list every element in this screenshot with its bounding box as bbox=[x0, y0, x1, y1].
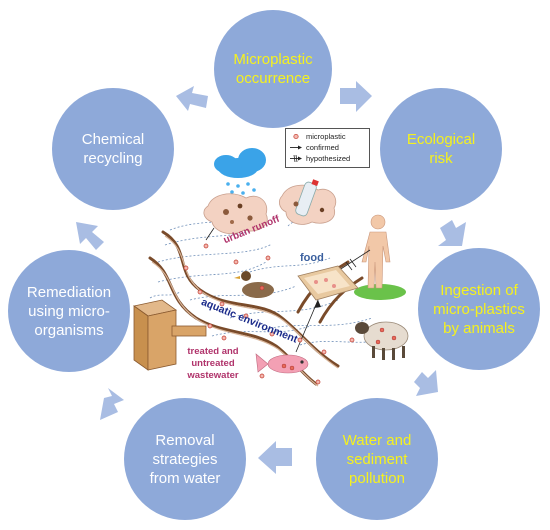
microplastic-particles bbox=[183, 243, 355, 385]
water-sediment-label: Water and sediment pollution bbox=[342, 431, 412, 487]
circle-water-sediment: Water and sediment pollution bbox=[316, 398, 438, 520]
food-tray-icon bbox=[297, 265, 359, 301]
debris-cluster-icon bbox=[203, 193, 268, 235]
plastic-bottle-icon bbox=[278, 179, 337, 225]
circle-ingestion: Ingestion of micro-plastics by animals bbox=[418, 248, 540, 370]
circle-ecological-risk: Ecological risk bbox=[380, 88, 502, 210]
circle-removal: Removal strategies from water bbox=[124, 398, 246, 520]
arrow-3 bbox=[438, 220, 466, 246]
legend-microplastic-label: microplastic bbox=[306, 132, 346, 141]
microplastic-dot-icon bbox=[289, 131, 303, 142]
legend-confirmed-label: confirmed bbox=[306, 143, 339, 152]
circle-remediation: Remediation using micro-organisms bbox=[8, 250, 130, 372]
rain-cloud-icon bbox=[214, 148, 266, 195]
arrow-4 bbox=[414, 370, 438, 396]
arrow-7 bbox=[76, 222, 104, 250]
circle-chemical-recycling: Chemical recycling bbox=[52, 88, 174, 210]
sheep-icon bbox=[355, 321, 409, 360]
removal-label: Removal strategies from water bbox=[149, 431, 221, 487]
wastewater-label: treated and untreated wastewater bbox=[187, 346, 239, 381]
arrow-5 bbox=[258, 441, 292, 474]
microplastic-occurrence-label: Microplastic occurrence bbox=[233, 51, 313, 87]
chemical-recycling-label: Chemical recycling bbox=[81, 131, 145, 167]
legend-hypothesized: hypothesized bbox=[289, 153, 366, 164]
legend-hypothesized-label: hypothesized bbox=[306, 154, 351, 163]
legend: microplastic confirmed hypothesized bbox=[285, 128, 370, 168]
ecological-risk-label: Ecological risk bbox=[406, 131, 476, 167]
wastewater-outlet-icon bbox=[133, 299, 207, 371]
confirmed-arrow-icon bbox=[289, 142, 303, 153]
ingestion-label: Ingestion of micro-plastics by animals bbox=[433, 281, 525, 337]
circle-microplastic-occurrence: Microplastic occurrence bbox=[214, 10, 332, 128]
fish-to-food-arrow bbox=[295, 299, 319, 353]
arrow-2 bbox=[340, 81, 372, 112]
legend-confirmed: confirmed bbox=[289, 142, 366, 153]
food-label: food bbox=[300, 252, 324, 264]
duck-icon bbox=[234, 271, 274, 298]
remediation-label: Remediation using micro-organisms bbox=[26, 283, 112, 339]
human-icon bbox=[354, 214, 406, 300]
hypothesized-arrow-icon bbox=[289, 153, 303, 164]
fish-icon bbox=[255, 353, 309, 374]
runoff-arrow bbox=[205, 227, 215, 241]
arrow-6 bbox=[100, 388, 124, 420]
legend-microplastic: microplastic bbox=[289, 131, 366, 142]
arrow-1 bbox=[176, 86, 208, 111]
